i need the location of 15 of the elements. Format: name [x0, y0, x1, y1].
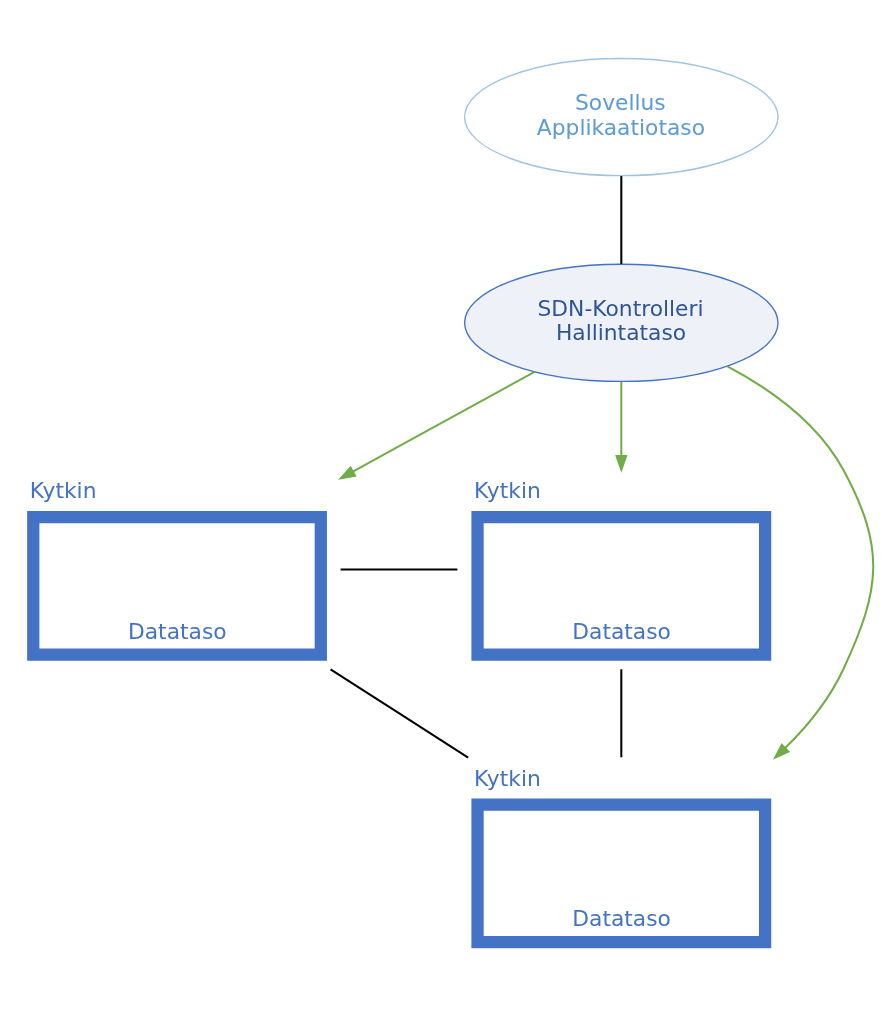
node-ellipse: Sovellus Applikaatiotaso: [463, 57, 779, 176]
arrow: [615, 381, 628, 473]
node-box: Datataso: [471, 797, 772, 948]
node-label: Kytkin: [474, 477, 541, 503]
node-ellipse: SDN-Kontrolleri Hallintataso: [463, 263, 779, 382]
node-box: Datataso: [471, 510, 772, 661]
arrow: [338, 370, 536, 480]
node-box: Datataso: [27, 510, 327, 661]
connector: [340, 568, 458, 571]
node-label: Kytkin: [474, 765, 541, 791]
connector: [330, 667, 469, 758]
connector: [620, 668, 623, 757]
connector: [620, 175, 623, 264]
arrow: [727, 364, 875, 760]
node-label: Kytkin: [29, 477, 97, 503]
